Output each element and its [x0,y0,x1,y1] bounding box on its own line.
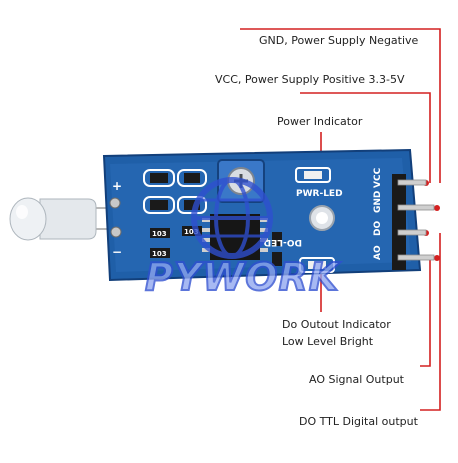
do-led-label: DO-LED [264,237,302,247]
header-pins [392,174,435,270]
pin-label-do: DO [373,221,383,236]
pin-dots [423,180,440,261]
callout-do: DO TTL Digital output [299,415,418,428]
power-led [295,167,331,183]
callout-gnd: GND, Power Supply Negative [259,34,419,47]
callout-ao: AO Signal Output [309,373,404,386]
pin-label-vcc: VCC [373,167,383,188]
callout-line-ao [420,258,431,367]
callout-line-do [420,233,441,411]
do-led [299,257,335,273]
resistor-label-3: 103 [152,250,167,258]
watermark-text: PYWORK [145,255,341,299]
callout-power-indicator: Power Indicator [277,115,363,128]
watermark-logo: PYWORK [144,177,341,300]
ir-led [9,197,118,241]
callout-line-vcc [300,92,431,183]
callout-low-level-bright: Low Level Bright [282,335,374,348]
callout-line-gnd [240,28,441,183]
pcb-minus-label: − [112,245,122,259]
resistor-label-1: 103 [152,230,167,238]
pcb-plus-label: + [112,179,122,193]
callout-do-indicator: Do Outout Indicator [282,318,391,331]
resistor-label-2: 103 [184,228,199,236]
pwr-led-label: PWR-LED [296,189,343,199]
callout-lines [240,28,441,411]
callout-vcc: VCC, Power Supply Positive 3.3-5V [215,73,405,86]
pin-label-gnd: GND [373,191,383,213]
pin-label-ao: AO [373,245,383,260]
pcb-board: + − 103 103 103 [102,148,422,282]
